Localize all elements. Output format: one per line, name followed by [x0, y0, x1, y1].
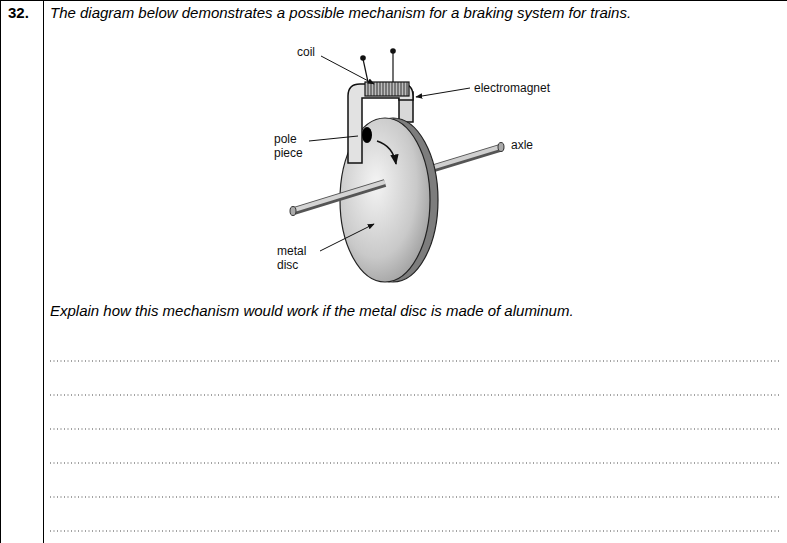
leader-line — [320, 224, 374, 251]
table-border — [0, 0, 787, 1]
axle-shaft — [294, 183, 385, 211]
answer-lines — [50, 361, 780, 531]
answer-line — [50, 531, 780, 532]
question-number: 32. — [8, 4, 29, 22]
leader-line — [416, 88, 470, 97]
rotation-arrow — [377, 141, 396, 164]
question-text: Explain how this mechanism would work if… — [50, 302, 574, 320]
coil-winding — [365, 82, 409, 96]
answer-line — [50, 497, 780, 498]
pole-piece — [362, 127, 372, 143]
answer-line — [50, 361, 780, 362]
axle-shaft — [294, 182, 385, 210]
part-label: axle — [511, 138, 533, 152]
table-border — [0, 0, 1, 543]
table-border — [43, 0, 44, 543]
terminal — [390, 48, 396, 54]
axle-end — [290, 207, 296, 216]
part-label: electromagnet — [474, 81, 550, 95]
part-label: pole piece — [274, 132, 308, 161]
axle-end — [498, 143, 504, 152]
terminal — [360, 55, 366, 61]
part-label: coil — [297, 45, 315, 59]
answer-line — [50, 395, 780, 396]
question-text: The diagram below demonstrates a possibl… — [50, 4, 631, 22]
part-label: metal disc — [277, 244, 313, 273]
coil-wire — [392, 52, 393, 82]
leader-line — [321, 56, 374, 84]
answer-line — [50, 463, 780, 464]
answer-line — [50, 429, 780, 430]
leader-line — [309, 136, 358, 141]
